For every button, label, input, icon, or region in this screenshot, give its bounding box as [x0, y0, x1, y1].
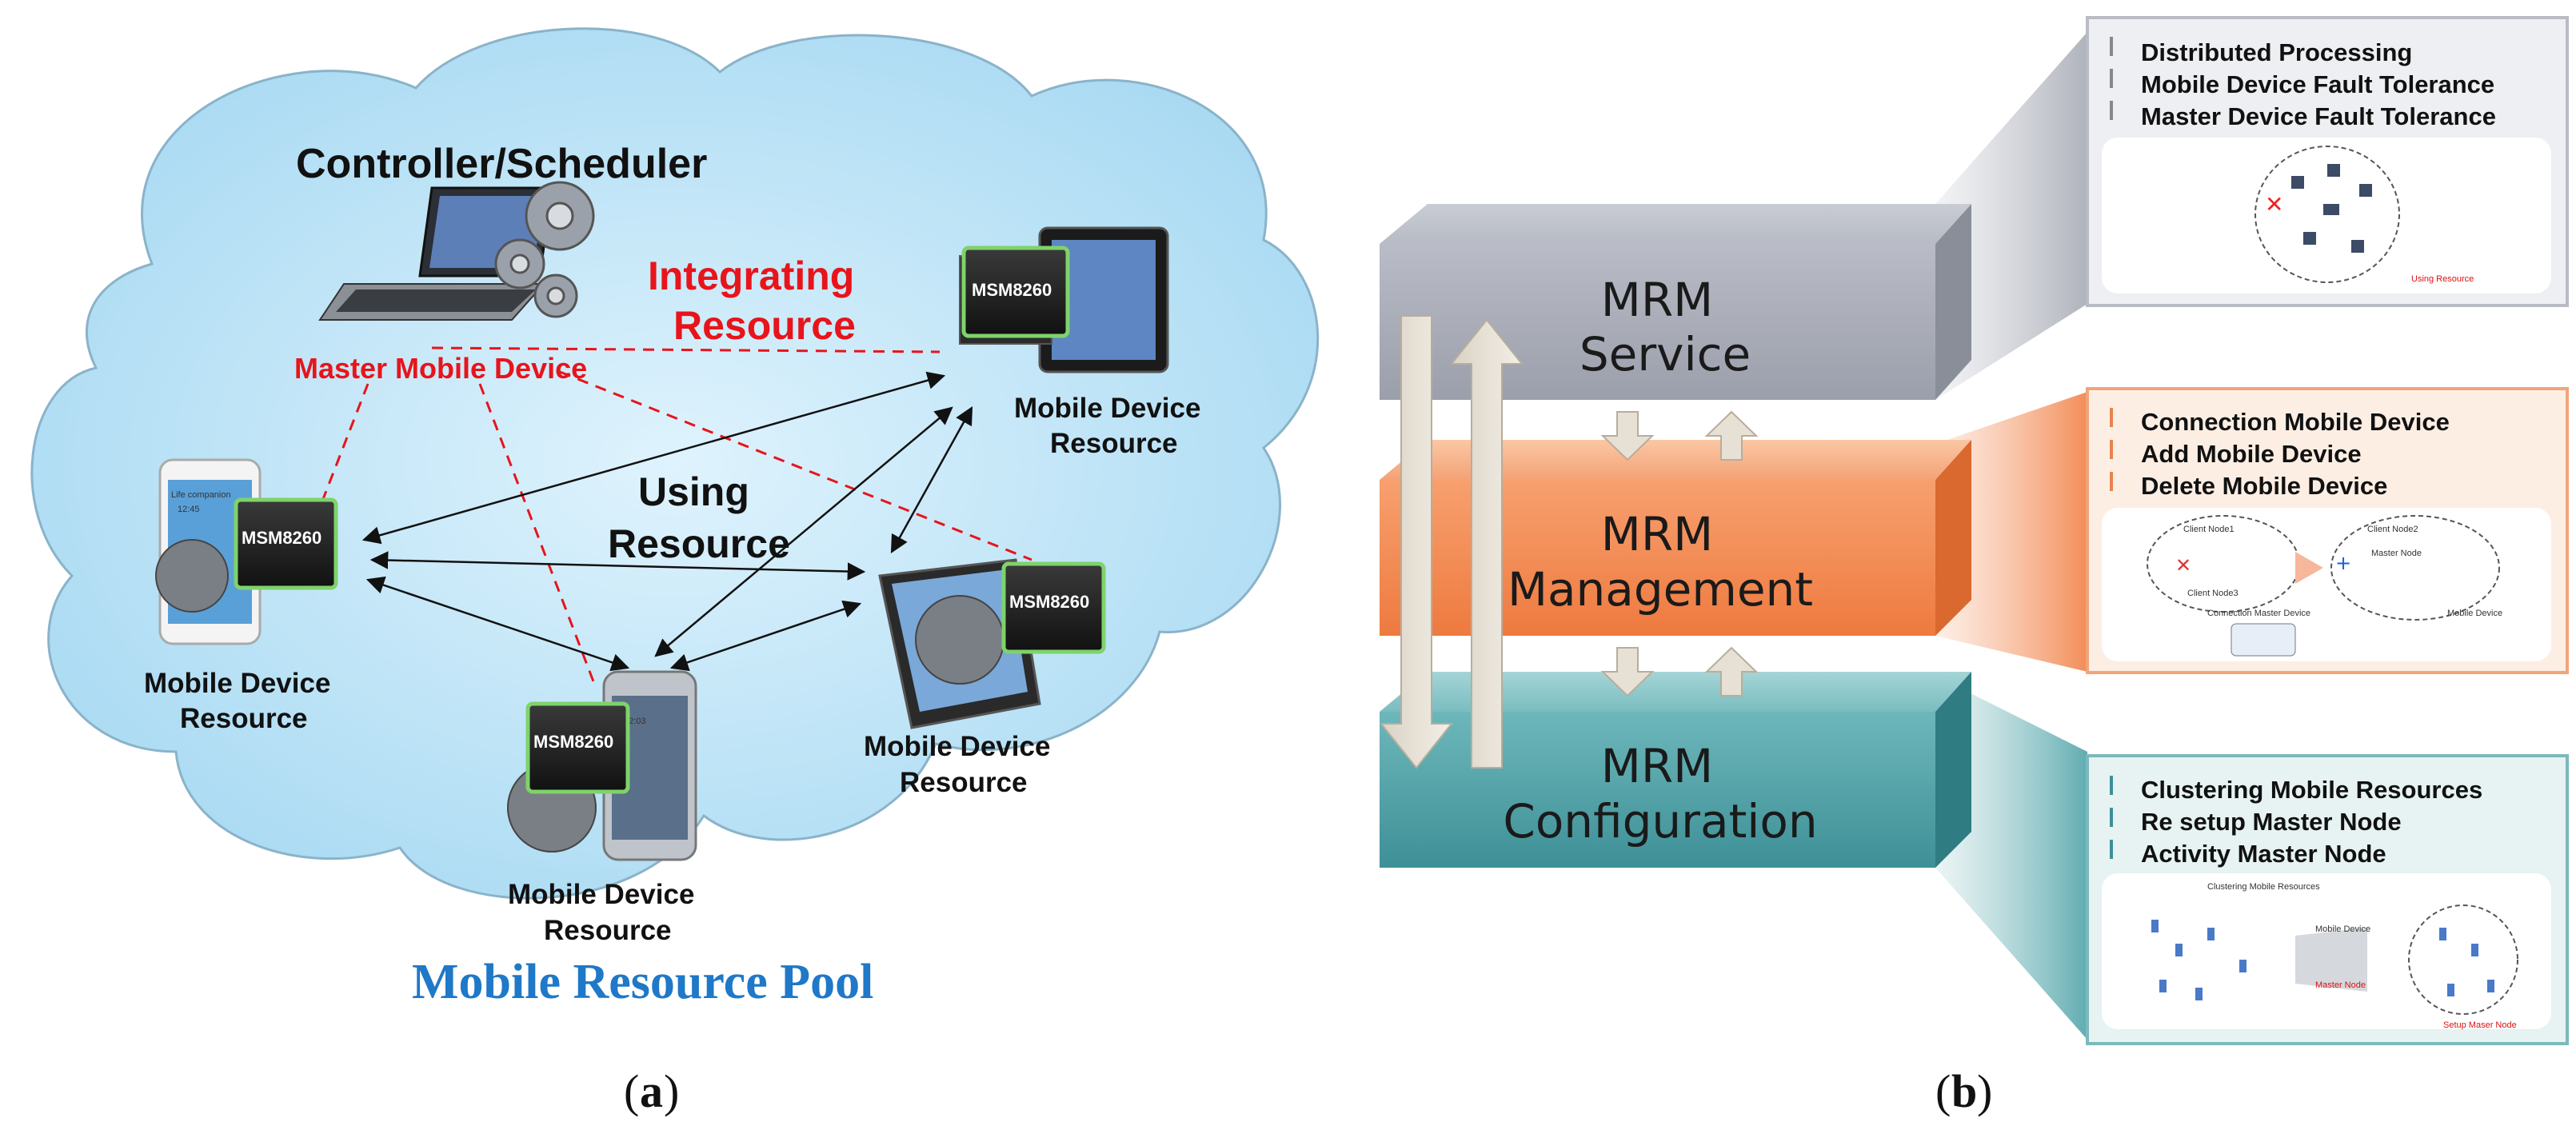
fault-icon: ✕ — [2265, 191, 2283, 218]
callout-management: Client Node1 Client Node2 Client Node3 M… — [2086, 387, 2569, 674]
mini-label: Master Node — [2371, 549, 2422, 558]
service-feature-1: Distributed Processing — [2141, 38, 2412, 66]
device-bottom-label-1: Mobile Device — [508, 879, 694, 910]
mini-label: Clustering Mobile Resources — [2207, 882, 2320, 892]
layer-management-title: MRM — [1601, 507, 1713, 561]
flow-arrow-icon — [2295, 928, 2367, 992]
management-feature-2: Add Mobile Device — [2141, 440, 2362, 468]
layer-management-subtitle: Management — [1508, 562, 1813, 617]
chip-label: MSM8260 — [1009, 592, 1089, 612]
using-label-2: Resource — [608, 521, 790, 566]
configuration-callout-cone — [1935, 676, 2087, 1040]
up-arrow-icon — [1449, 318, 1524, 769]
chip-label: MSM8260 — [972, 280, 1052, 300]
layer-configuration-title: MRM — [1601, 739, 1713, 793]
device-tablet-top: MSM8260 — [959, 226, 1169, 373]
mini-label: Client Node2 — [2367, 525, 2418, 534]
layer-configuration — [1380, 672, 1971, 868]
integrating-label-1: Integrating — [648, 254, 854, 298]
small-arrows-1 — [1600, 410, 1759, 461]
device-right-label-1: Mobile Device — [864, 731, 1050, 762]
device-phone-bottom: 12:03 MSM8260 — [507, 670, 697, 861]
caption-b-close: ) — [1977, 1065, 1992, 1117]
mini-label: Client Node1 — [2183, 525, 2235, 534]
phone-screen-text: Life companion — [171, 490, 231, 500]
device-left-label-1: Mobile Device — [144, 668, 330, 699]
mini-label: Mobile Device — [2315, 924, 2370, 934]
caption-b-open: ( — [1935, 1065, 1951, 1117]
phone-screen-time: 12:45 — [178, 505, 200, 514]
mini-label: Client Node3 — [2187, 589, 2239, 598]
management-callout-cone — [1935, 392, 2087, 672]
mini-label: Master Node — [2315, 980, 2366, 990]
device-phone-left: Life companion 12:45 MSM8260 — [155, 458, 338, 645]
device-top-label-2: Resource — [1050, 428, 1178, 459]
down-arrow-icon — [1379, 315, 1454, 769]
service-feature-3: Master Device Fault Tolerance — [2141, 102, 2496, 130]
add-icon: + — [2335, 552, 2351, 574]
management-feature-3: Delete Mobile Device — [2141, 472, 2387, 500]
panel-a: Controller/Scheduler Integrating Resourc… — [30, 27, 1320, 1117]
service-feature-2: Mobile Device Fault Tolerance — [2141, 70, 2494, 98]
device-bottom-label-2: Resource — [544, 915, 672, 946]
configuration-feature-2: Re setup Master Node — [2141, 808, 2402, 836]
mini-label: Using Resource — [2411, 274, 2474, 284]
layer-service-title: MRM — [1601, 273, 1713, 327]
resource-arrows — [361, 371, 973, 672]
master-label: Master Mobile Device — [294, 352, 587, 385]
mini-device-icons — [2151, 920, 2494, 1000]
caption-a-close: ) — [664, 1065, 679, 1117]
integrating-label-2: Resource — [673, 303, 856, 348]
mini-network-icon — [2291, 164, 2372, 253]
layer-service-subtitle: Service — [1580, 327, 1751, 381]
device-right-label-2: Resource — [900, 767, 1028, 798]
device-left-label-2: Resource — [180, 703, 308, 734]
caption-a-letter: a — [640, 1065, 663, 1117]
caption-a-open: ( — [624, 1065, 639, 1117]
panel-b: MRM Service MRM Management MRM Configura… — [1379, 16, 2569, 1117]
callout-service: ✕ Using Resource — [2086, 16, 2569, 307]
using-label-1: Using — [638, 469, 749, 514]
chip-label: MSM8260 — [533, 732, 613, 752]
pool-title: Mobile Resource Pool — [412, 955, 873, 1009]
callout-configuration: Clustering Mobile Resources Setup Maser … — [2086, 754, 2569, 1045]
delete-icon: ✕ — [2175, 554, 2191, 577]
chip-label: MSM8260 — [242, 528, 322, 548]
mini-label: Connection Master Device — [2207, 609, 2310, 618]
configuration-feature-3: Activity Master Node — [2141, 840, 2386, 868]
configuration-feature-1: Clustering Mobile Resources — [2141, 776, 2482, 804]
layer-configuration-subtitle: Configuration — [1503, 794, 1817, 849]
device-ipad-right: MSM8260 — [878, 558, 1106, 729]
controller-label: Controller/Scheduler — [296, 141, 707, 187]
small-arrows-2 — [1600, 646, 1759, 697]
caption-b-letter: b — [1951, 1065, 1977, 1117]
mini-label: Mobile Device — [2447, 609, 2502, 618]
device-top-label-1: Mobile Device — [1014, 393, 1200, 424]
gear-icon — [494, 181, 595, 318]
service-callout-cone — [1935, 32, 2087, 400]
management-feature-1: Connection Mobile Device — [2141, 408, 2450, 436]
mini-label: Setup Maser Node — [2443, 1020, 2517, 1030]
transition-arrow-icon — [2295, 552, 2323, 584]
